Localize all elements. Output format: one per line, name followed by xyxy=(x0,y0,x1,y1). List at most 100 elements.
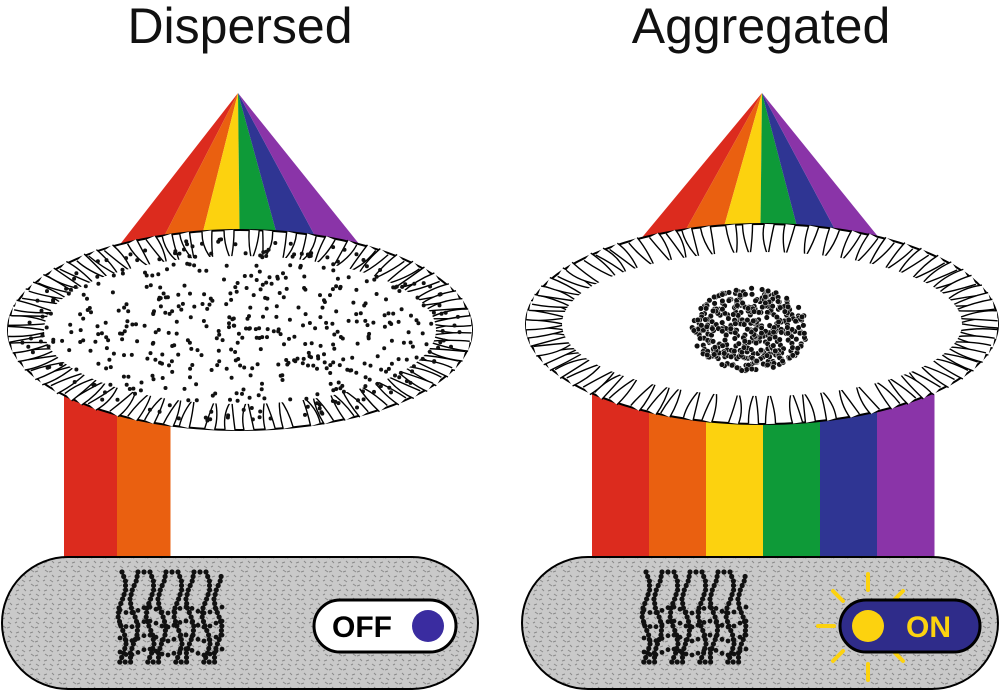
nanoparticle xyxy=(170,309,175,314)
coil-bead xyxy=(698,600,704,607)
nanoparticle xyxy=(104,346,109,351)
nanoparticle xyxy=(174,331,179,336)
aggregated-particle xyxy=(721,337,729,344)
coil-bead xyxy=(714,573,720,580)
coil-bead xyxy=(719,636,725,642)
nanoparticle xyxy=(147,407,152,412)
nanoparticle xyxy=(346,275,351,280)
coil-bead xyxy=(699,569,705,575)
coil-bead xyxy=(218,573,224,580)
protein-coil-icon xyxy=(639,569,749,665)
nanoparticle xyxy=(103,390,107,395)
nanoparticle xyxy=(193,254,198,259)
nanoparticle xyxy=(190,244,195,249)
coil-bead xyxy=(647,624,653,629)
coil-bead xyxy=(707,618,713,624)
coil-bead xyxy=(156,591,162,598)
coil-bead xyxy=(184,659,190,665)
nanoparticle xyxy=(382,324,387,329)
aggregated-particle xyxy=(800,322,807,329)
coil-bead xyxy=(162,627,168,634)
nanoparticle xyxy=(73,285,78,289)
coil-bead xyxy=(150,582,157,589)
coil-bead xyxy=(674,659,680,665)
coil-bead xyxy=(647,652,653,657)
coil-bead xyxy=(135,650,141,655)
coil-bead xyxy=(123,624,129,629)
coil-bead xyxy=(737,620,743,626)
aggregated-particle xyxy=(727,325,734,332)
coil-bead xyxy=(206,582,213,589)
nanoparticle xyxy=(277,291,282,295)
nanoparticle xyxy=(261,314,265,319)
nanoparticle xyxy=(332,332,337,337)
nanoparticle xyxy=(342,247,347,252)
coil-bead xyxy=(737,606,743,612)
nanoparticle xyxy=(68,322,73,327)
nanoparticle xyxy=(233,350,238,354)
nanoparticle xyxy=(85,308,90,312)
nanoparticle xyxy=(184,239,189,244)
nanoparticle xyxy=(260,282,265,287)
aggregated-particle xyxy=(793,336,800,343)
nanoparticle xyxy=(386,366,391,371)
coil-bead xyxy=(743,604,749,610)
nanoparticle xyxy=(284,286,289,291)
coil-bead xyxy=(736,659,742,665)
nanoparticle xyxy=(133,391,137,396)
aggregated-particle xyxy=(794,345,801,352)
aggregated-particle xyxy=(798,313,806,320)
coil-bead xyxy=(719,608,725,614)
coil-bead xyxy=(736,591,742,598)
nanoparticle xyxy=(292,334,297,339)
toggle-on[interactable]: ON xyxy=(838,598,982,654)
nanoparticle xyxy=(338,286,342,291)
toggle-off[interactable]: OFF xyxy=(312,598,458,654)
coil-bead xyxy=(701,606,707,611)
nanoparticle xyxy=(104,335,109,340)
coil-bead xyxy=(178,578,184,584)
nanoparticle xyxy=(96,281,101,286)
coil-bead xyxy=(743,646,749,652)
nanoparticle xyxy=(163,310,168,315)
nanoparticle xyxy=(372,389,376,394)
coil-bead xyxy=(653,624,659,630)
aggregated-particle xyxy=(748,291,756,298)
coil-bead xyxy=(702,582,709,589)
nanoparticle xyxy=(416,321,421,326)
coil-bead xyxy=(155,654,162,661)
nanoparticle xyxy=(161,291,166,296)
coil-bead xyxy=(680,659,686,665)
coil-bead xyxy=(647,638,653,643)
coil-bead xyxy=(161,578,167,584)
aggregated-particle xyxy=(785,316,792,323)
nanoparticle xyxy=(408,340,413,345)
coil-bead xyxy=(197,569,203,575)
coil-bead xyxy=(721,569,727,575)
nanoparticle xyxy=(281,271,285,276)
coil-bead xyxy=(123,610,129,615)
nanoparticle xyxy=(302,274,307,279)
nanoparticle xyxy=(189,346,194,351)
nanoparticle xyxy=(248,373,253,378)
aggregated-particle xyxy=(697,305,704,312)
nanoparticle xyxy=(88,348,93,353)
aggregated-particle xyxy=(694,342,701,350)
coil-bead xyxy=(653,645,659,652)
nanoparticle xyxy=(40,333,45,338)
nanoparticle xyxy=(174,319,179,324)
light-ray xyxy=(100,93,238,270)
coil-bead xyxy=(735,654,742,661)
coil-bead xyxy=(156,600,162,607)
coil-bead xyxy=(658,573,664,580)
nanoparticle xyxy=(148,283,153,288)
nanoparticle xyxy=(264,254,269,258)
coil-bead xyxy=(726,600,732,607)
nanoparticle xyxy=(274,314,279,319)
coil-bead xyxy=(200,605,206,611)
nanoparticle xyxy=(145,356,150,361)
coil-bead xyxy=(695,650,701,656)
nanoparticle xyxy=(81,316,86,321)
nanoparticle xyxy=(316,356,321,361)
nanoparticle xyxy=(247,326,252,331)
